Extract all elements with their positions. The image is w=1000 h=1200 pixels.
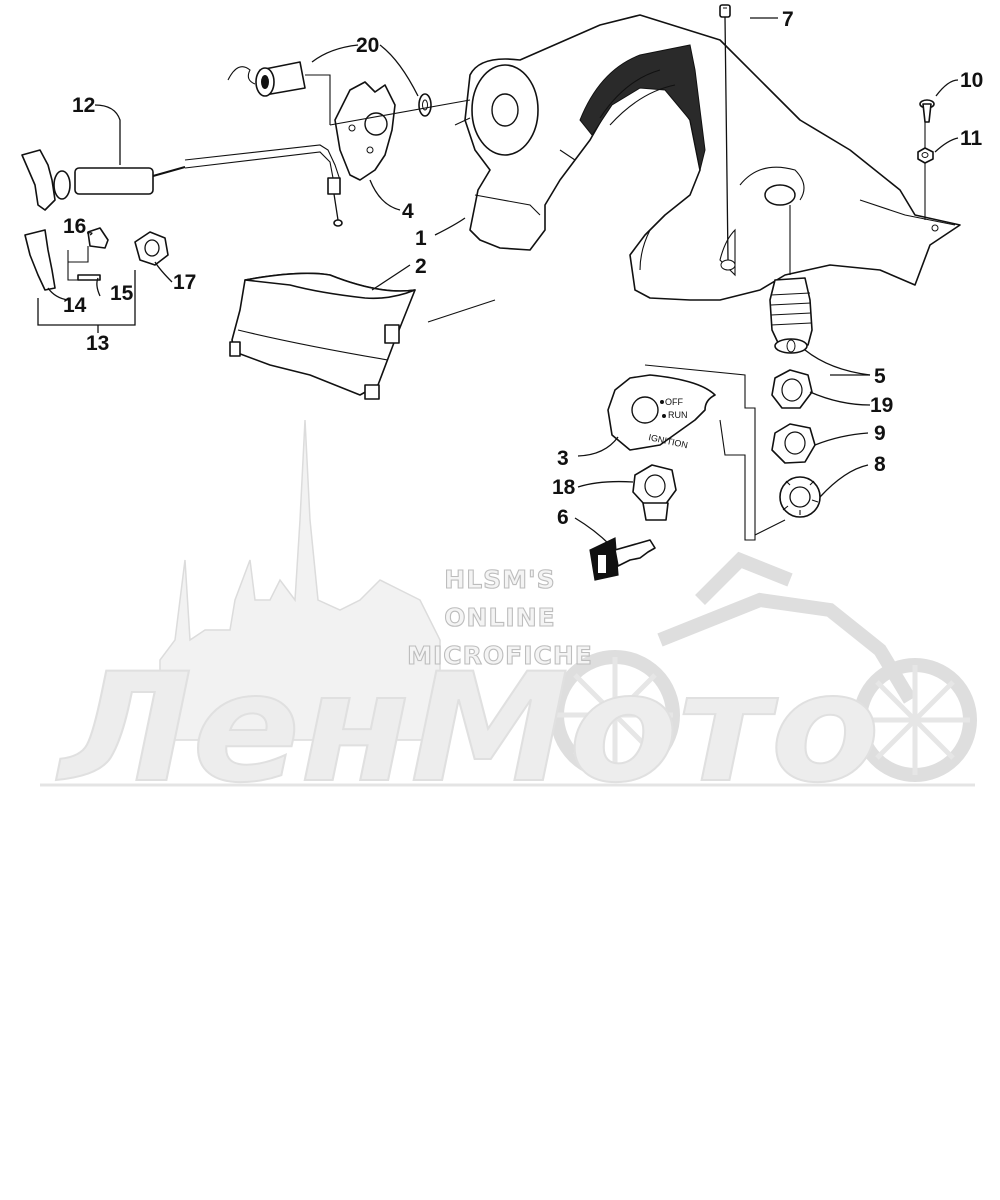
part-15-pin xyxy=(77,274,101,281)
callout-10: 10 xyxy=(960,69,983,92)
part-6-key xyxy=(589,537,656,581)
callout-18: 18 xyxy=(552,476,576,499)
part-3-switch-plate: OFF RUN IGNITION xyxy=(607,374,716,451)
callout-11: 11 xyxy=(960,127,983,150)
switch-label-off: OFF xyxy=(665,397,683,407)
callout-17: 17 xyxy=(173,271,196,294)
part-2-lower-cover xyxy=(229,272,496,400)
callout-7: 7 xyxy=(782,8,794,31)
callout-15: 15 xyxy=(110,282,134,305)
callout-19: 19 xyxy=(870,394,893,417)
callout-20: 20 xyxy=(356,34,379,57)
callout-5: 5 xyxy=(874,365,886,388)
callout-1: 1 xyxy=(415,227,427,250)
part-20-socket xyxy=(227,61,432,117)
part-18-nut xyxy=(632,464,677,521)
part-8-lock-washer xyxy=(779,476,821,518)
callout-2: 2 xyxy=(415,255,427,278)
callout-16: 16 xyxy=(63,215,86,238)
callout-9: 9 xyxy=(874,422,886,445)
part-14-lever xyxy=(24,229,56,291)
assembly-frame xyxy=(644,364,756,541)
watermark: ЛенМото HLSM'S ONLINE MICROFICHE xyxy=(40,419,977,817)
callout-labels: 1 2 3 4 5 6 7 8 9 10 11 12 13 14 15 16 1… xyxy=(63,8,983,529)
part-19-nut xyxy=(771,369,813,409)
callout-8: 8 xyxy=(874,453,886,476)
callout-12: 12 xyxy=(72,94,95,117)
callout-6: 6 xyxy=(557,506,569,529)
callout-leaders xyxy=(47,17,959,546)
part-5-key-switch xyxy=(769,205,813,354)
callout-4: 4 xyxy=(402,200,414,223)
callout-14: 14 xyxy=(63,294,87,317)
callout-13: 13 xyxy=(86,332,109,355)
skyline-silhouette xyxy=(159,419,441,741)
watermark-brand: ЛенМото xyxy=(56,642,880,816)
part-7-screw xyxy=(719,4,736,271)
watermark-line-3: MICROFICHE xyxy=(407,641,593,670)
part-11-nut xyxy=(917,147,934,164)
switch-label-run: RUN xyxy=(668,410,688,420)
callout-3: 3 xyxy=(557,447,569,470)
watermark-line-1: HLSM'S xyxy=(444,565,555,594)
part-10-screw xyxy=(919,99,935,123)
callout-bracket-13 xyxy=(37,270,136,326)
part-12-throttle-cable xyxy=(21,144,343,227)
part-9-hex-nut xyxy=(771,423,816,464)
part-4-bracket-plate xyxy=(334,81,396,181)
part-17-nut xyxy=(134,231,169,266)
part-1-console-housing xyxy=(464,14,961,301)
part-16-pin-bracket xyxy=(87,227,109,249)
watermark-line-2: ONLINE xyxy=(444,603,555,632)
